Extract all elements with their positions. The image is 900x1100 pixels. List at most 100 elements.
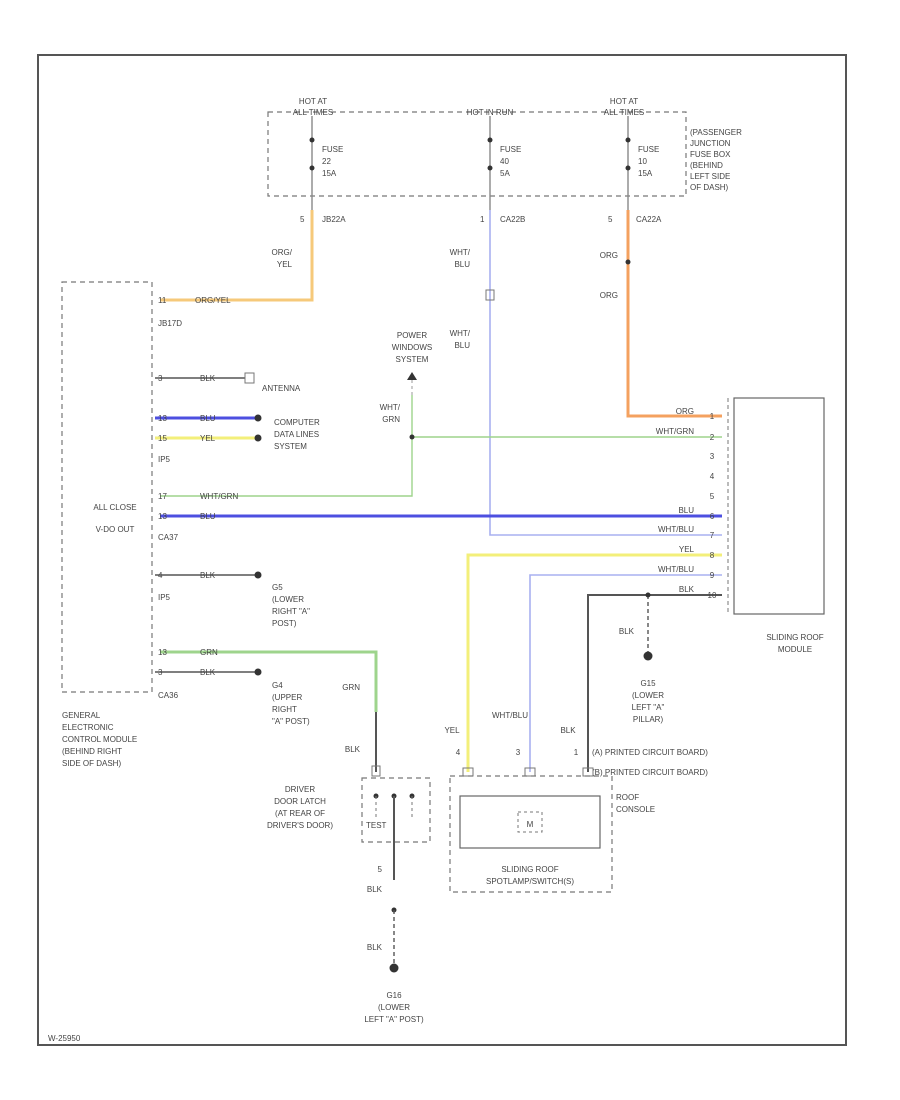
- svg-text:22: 22: [322, 157, 331, 166]
- svg-text:3: 3: [710, 452, 715, 461]
- latch-pin: 5: [378, 865, 383, 874]
- svg-text:WHT/BLU: WHT/BLU: [492, 711, 528, 720]
- svg-text:PILLAR): PILLAR): [633, 715, 664, 724]
- wire-wht-grn-gecm: [160, 395, 413, 497]
- svg-text:13: 13: [158, 648, 167, 657]
- svg-text:CONTROL MODULE: CONTROL MODULE: [62, 735, 137, 744]
- svg-text:15A: 15A: [638, 169, 653, 178]
- svg-text:SPOTLAMP/SWITCH(S): SPOTLAMP/SWITCH(S): [486, 877, 574, 886]
- svg-text:(LOWER: (LOWER: [272, 595, 304, 604]
- svg-text:11: 11: [158, 296, 167, 305]
- gecm-ext-labels: ANTENNA COMPUTER DATA LINES SYSTEM G5 (L…: [262, 384, 320, 726]
- roof-console-wire-labels: YEL 4 WHT/BLU 3 BLK 1: [444, 711, 578, 757]
- svg-text:WHT/BLU: WHT/BLU: [658, 565, 694, 574]
- power-windows-system: POWER WINDOWS SYSTEM: [392, 331, 432, 395]
- svg-text:WINDOWS: WINDOWS: [392, 343, 432, 352]
- svg-text:4: 4: [456, 748, 461, 757]
- svg-text:9: 9: [710, 571, 715, 580]
- svg-text:V-DO OUT: V-DO OUT: [96, 525, 135, 534]
- svg-text:GRN: GRN: [200, 648, 218, 657]
- svg-text:3: 3: [516, 748, 521, 757]
- svg-text:IP5: IP5: [158, 455, 171, 464]
- svg-text:1: 1: [574, 748, 579, 757]
- svg-text:GRN: GRN: [382, 415, 400, 424]
- svg-text:YEL: YEL: [277, 260, 293, 269]
- fuse-box-name: (PASSENGER JUNCTION FUSE BOX (BEHIND LEF…: [690, 128, 742, 192]
- svg-text:3: 3: [158, 374, 163, 383]
- wire-yel-roof: [466, 553, 722, 772]
- svg-text:IP5: IP5: [158, 593, 171, 602]
- wire-wht-blu-fuse: [489, 210, 722, 536]
- hot-label-3: HOT AT: [610, 97, 638, 106]
- svg-text:RIGHT "A": RIGHT "A": [272, 607, 310, 616]
- svg-text:13: 13: [158, 414, 167, 423]
- svg-text:RIGHT: RIGHT: [272, 705, 297, 714]
- srm-name: SLIDING ROOF MODULE: [766, 633, 823, 654]
- svg-text:(LOWER: (LOWER: [378, 1003, 410, 1012]
- svg-text:BLU: BLU: [454, 260, 470, 269]
- fuse-10: FUSE 10 15A: [625, 116, 659, 210]
- svg-text:(LOWER: (LOWER: [632, 691, 664, 700]
- svg-text:DRIVER'S DOOR): DRIVER'S DOOR): [267, 821, 333, 830]
- g16-ground-dot: [389, 963, 399, 973]
- svg-text:1: 1: [480, 215, 485, 224]
- wire-grn-latch: [160, 650, 378, 712]
- gecm-box: [61, 281, 153, 693]
- wire-label-org-yel: ORG/ YEL: [272, 248, 293, 269]
- junction-fuse-box: [267, 111, 687, 197]
- door-latch-test-label: TEST: [366, 821, 387, 830]
- svg-text:5A: 5A: [500, 169, 510, 178]
- svg-text:SLIDING ROOF: SLIDING ROOF: [766, 633, 823, 642]
- latch-wire-a: BLK: [367, 885, 383, 894]
- svg-text:FUSE: FUSE: [638, 145, 659, 154]
- svg-text:BLK: BLK: [560, 726, 576, 735]
- gecm-internal-label: ALL CLOSE V-DO OUT: [93, 503, 136, 534]
- svg-text:BLU: BLU: [200, 512, 216, 521]
- svg-text:FUSE: FUSE: [322, 145, 343, 154]
- hot-label-2: HOT IN RUN: [467, 108, 514, 117]
- hot-label-3-sub: ALL TIMES: [604, 108, 644, 117]
- svg-text:WHT/: WHT/: [450, 248, 471, 257]
- svg-text:1: 1: [710, 412, 715, 421]
- g15-ground-label: G15 (LOWER LEFT "A" PILLAR): [632, 679, 665, 724]
- fuse-22: FUSE 22 15A: [309, 116, 343, 210]
- wire-label-pw: WHT/ GRN: [380, 403, 401, 424]
- svg-text:WHT/BLU: WHT/BLU: [658, 525, 694, 534]
- svg-text:4: 4: [710, 472, 715, 481]
- svg-text:SIDE OF DASH): SIDE OF DASH): [62, 759, 121, 768]
- svg-text:POST): POST): [272, 619, 297, 628]
- svg-text:(AT REAR OF: (AT REAR OF: [275, 809, 325, 818]
- svg-text:ELECTRONIC: ELECTRONIC: [62, 723, 114, 732]
- svg-text:ORG/: ORG/: [272, 248, 293, 257]
- svg-text:ORG: ORG: [600, 251, 618, 260]
- wire-label-wht-blu: WHT/ BLU WHT/ BLU: [450, 248, 471, 350]
- svg-text:SYSTEM: SYSTEM: [396, 355, 429, 364]
- svg-text:GENERAL: GENERAL: [62, 711, 101, 720]
- g15-wire-label: BLK: [619, 627, 635, 636]
- door-latch-name: DRIVER DOOR LATCH (AT REAR OF DRIVER'S D…: [267, 785, 333, 830]
- svg-text:13: 13: [158, 512, 167, 521]
- wire-label-org: ORG ORG: [600, 251, 618, 300]
- svg-text:5: 5: [710, 492, 715, 501]
- svg-text:4: 4: [158, 571, 163, 580]
- svg-text:LEFT SIDE: LEFT SIDE: [690, 172, 730, 181]
- svg-text:15: 15: [158, 434, 167, 443]
- svg-text:CA37: CA37: [158, 533, 179, 542]
- svg-text:WHT/GRN: WHT/GRN: [200, 492, 238, 501]
- svg-text:ORG/YEL: ORG/YEL: [195, 296, 231, 305]
- svg-text:(BEHIND RIGHT: (BEHIND RIGHT: [62, 747, 122, 756]
- svg-text:40: 40: [500, 157, 509, 166]
- gecm-pin-rows: 11 ORG/YEL 3 BLK 13 BLU 15 YEL 17 WHT/GR…: [155, 296, 262, 677]
- roof-console-connectors: [462, 767, 594, 777]
- svg-text:(A) PRINTED CIRCUIT BOARD): (A) PRINTED CIRCUIT BOARD): [592, 748, 708, 757]
- latch-grn-label: GRN: [342, 683, 360, 692]
- sliding-roof-motor-name: SLIDING ROOF SPOTLAMP/SWITCH(S): [486, 865, 574, 886]
- svg-text:LEFT "A" POST): LEFT "A" POST): [364, 1015, 424, 1024]
- svg-text:3: 3: [158, 668, 163, 677]
- svg-text:ALL CLOSE: ALL CLOSE: [93, 503, 136, 512]
- svg-text:10: 10: [708, 591, 717, 600]
- wire-blk-roof: [587, 594, 722, 772]
- srm-pins: 1 ORG 2 WHT/GRN 3 4 5 6 BLU 7 WHT/BLU 8 …: [656, 407, 717, 600]
- svg-text:WHT/: WHT/: [380, 403, 401, 412]
- svg-text:DATA LINES: DATA LINES: [274, 430, 319, 439]
